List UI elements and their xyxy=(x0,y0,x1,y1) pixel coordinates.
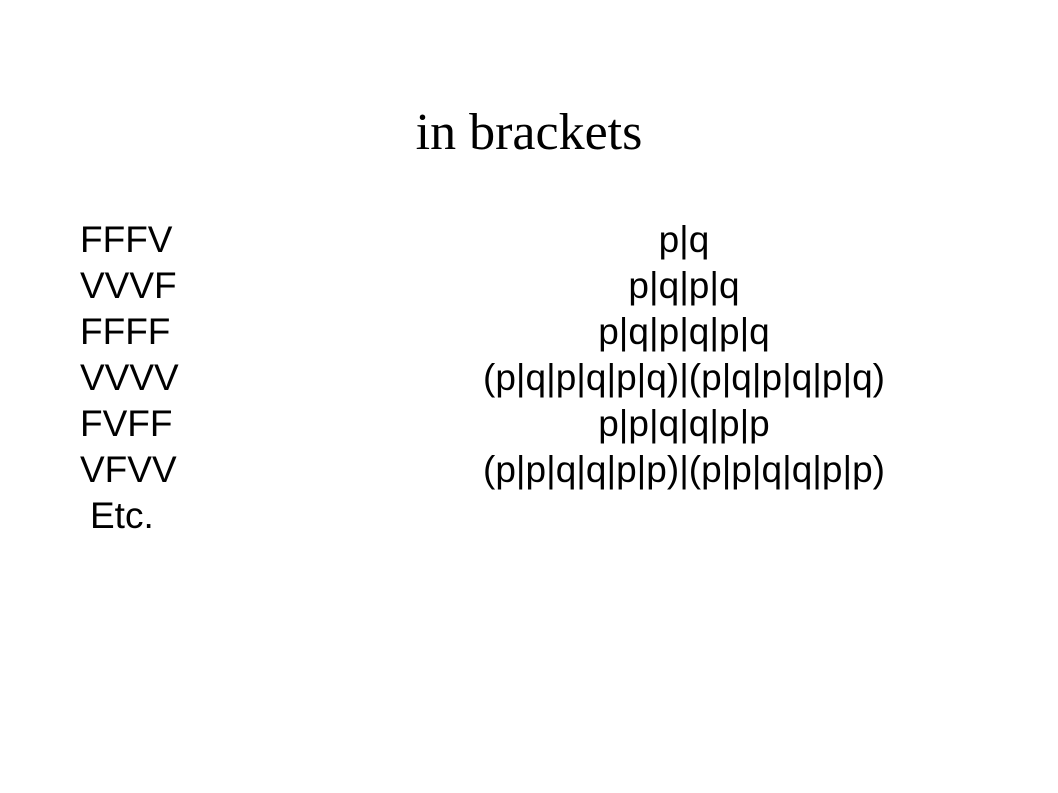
truth-value-code: VVVF xyxy=(80,265,177,306)
formula: (p|p|q|q|p|p)|(p|p|q|q|p|p) xyxy=(483,449,885,490)
table-row: VVVF p|q|p|q xyxy=(0,263,1058,309)
truth-value-code: FFFF xyxy=(80,311,171,352)
truth-value-code: FVFF xyxy=(80,403,173,444)
truth-value-code: VFVV xyxy=(80,449,177,490)
formula: p|q|p|q xyxy=(628,265,740,306)
table-row: FFFV p|q xyxy=(0,217,1058,263)
formula: p|q|p|q|p|q xyxy=(598,311,770,352)
truth-value-code: VVVV xyxy=(80,357,179,398)
formula: (p|q|p|q|p|q)|(p|q|p|q|p|q) xyxy=(483,357,885,398)
formula: p|p|q|q|p|p xyxy=(598,403,770,444)
table-row: VFVV (p|p|q|q|p|p)|(p|p|q|q|p|p) xyxy=(0,447,1058,493)
etc-label: Etc. xyxy=(90,495,154,536)
truth-value-code: FFFV xyxy=(80,219,173,260)
slide-title: in brackets xyxy=(415,104,643,161)
table-row: VVVV (p|q|p|q|p|q)|(p|q|p|q|p|q) xyxy=(0,355,1058,401)
table-row: FFFF p|q|p|q|p|q xyxy=(0,309,1058,355)
table-row: FVFF p|p|q|q|p|p xyxy=(0,401,1058,447)
formula: p|q xyxy=(658,219,710,260)
